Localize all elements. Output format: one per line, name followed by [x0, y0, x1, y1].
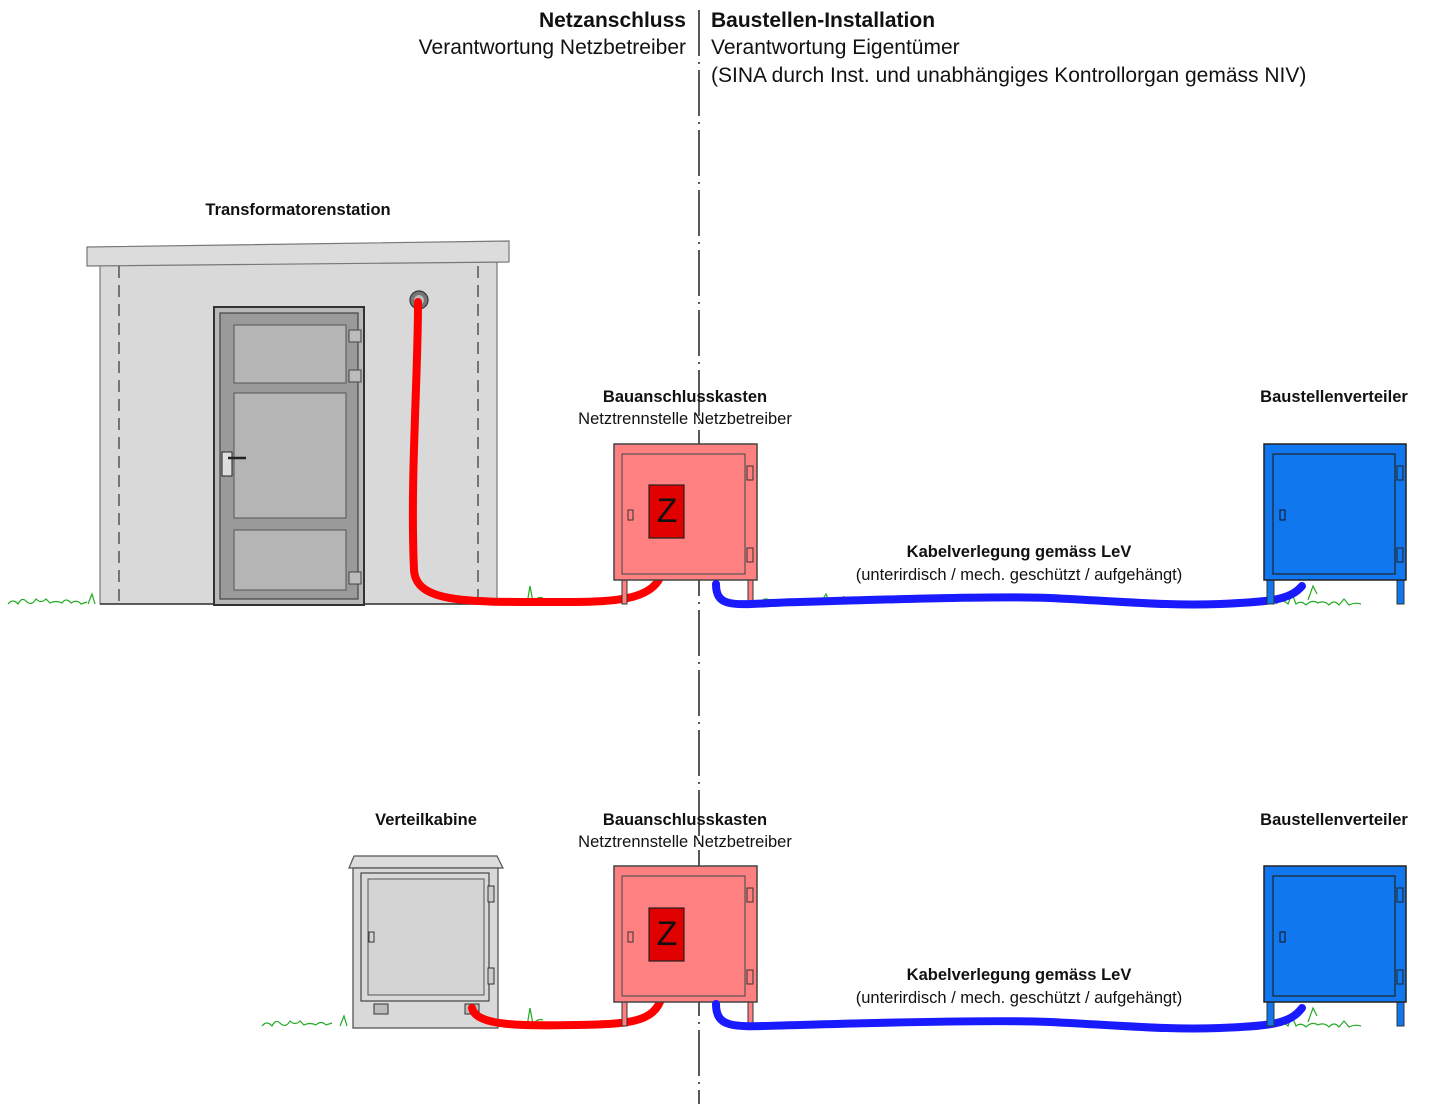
grid-connection-title: Netzanschluss	[538, 9, 686, 32]
grid-cable-top	[408, 298, 670, 607]
sina-note: (SINA durch Inst. und unabhängiges Kontr…	[711, 64, 1307, 87]
site-installation-title: Baustellen-Installation	[711, 9, 936, 32]
connection-box-title-bottom: Bauanschlusskasten	[602, 811, 768, 829]
grid-operator-responsibility: Verantwortung Netzbetreiber	[418, 36, 686, 59]
station-door[interactable]	[213, 306, 365, 606]
owner-responsibility: Verantwortung Eigentümer	[711, 36, 960, 59]
distribution-cabin-label: Verteilkabine	[375, 811, 477, 829]
meter-letter-bottom: Z	[656, 915, 678, 953]
distributor-label-bottom: Baustellenverteiler	[1260, 811, 1408, 829]
connection-box-subtitle-top: Netztrennstelle Netzbetreiber	[578, 410, 792, 428]
cable-laying-subtitle-bottom: (unterirdisch / mech. geschützt / aufgeh…	[855, 989, 1183, 1007]
site-cable-bottom	[712, 1000, 1306, 1033]
distribution-cabin[interactable]	[348, 855, 504, 1029]
cable-laying-subtitle-top: (unterirdisch / mech. geschützt / aufgeh…	[855, 566, 1183, 584]
meter-letter-top: Z	[656, 492, 678, 530]
meter-top	[648, 484, 685, 539]
connection-box-title-top: Bauanschlusskasten	[602, 388, 768, 406]
transformer-station-label: Transformatorenstation	[205, 201, 391, 219]
cable-laying-title-bottom: Kabelverlegung gemäss LeV	[906, 966, 1132, 984]
grid-cable-bottom	[468, 958, 669, 1030]
meter-bottom	[648, 907, 685, 962]
connection-box-bottom[interactable]	[613, 865, 758, 1027]
distributor-bottom[interactable]	[1263, 865, 1407, 1027]
distributor-top[interactable]	[1263, 443, 1407, 605]
connection-box-top[interactable]	[613, 443, 758, 605]
cable-laying-title-top: Kabelverlegung gemäss LeV	[906, 543, 1132, 561]
site-cable-top	[712, 580, 1306, 609]
distributor-label-top: Baustellenverteiler	[1260, 388, 1408, 406]
connection-box-subtitle-bottom: Netztrennstelle Netzbetreiber	[578, 833, 792, 851]
